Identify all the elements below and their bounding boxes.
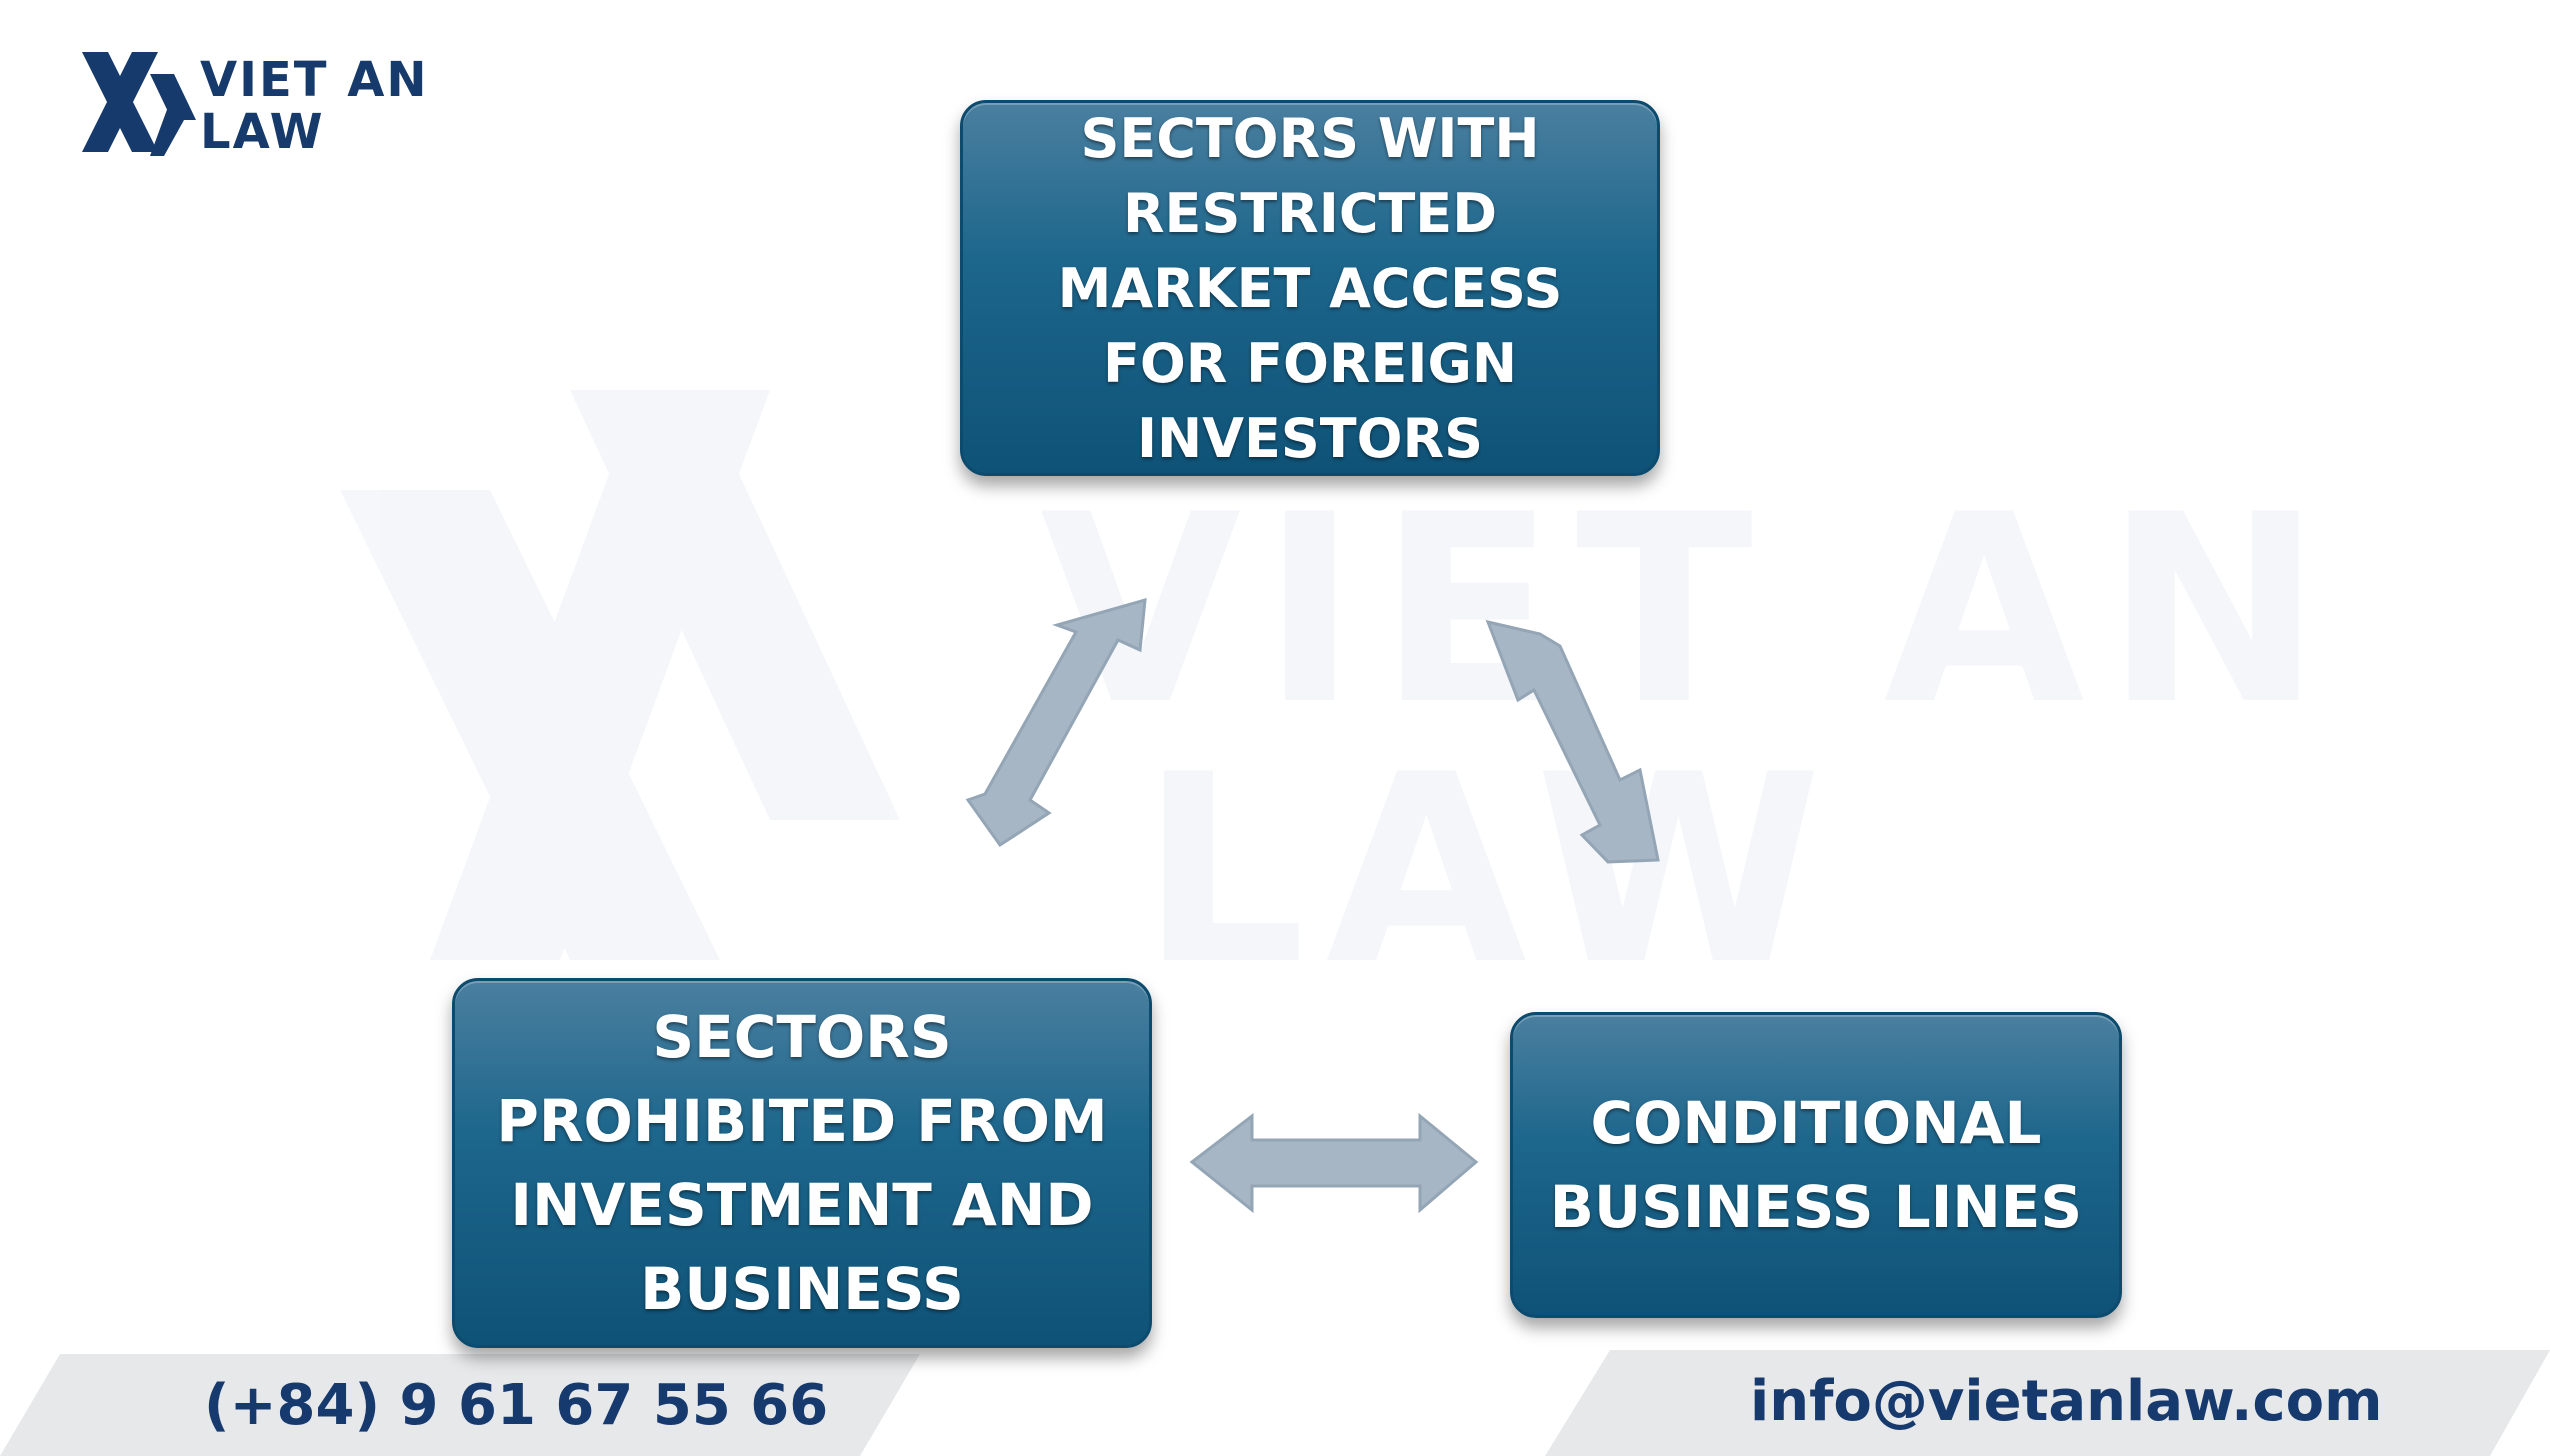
- footer-band-right: [1545, 1350, 2550, 1456]
- arrow-bottom: [1189, 1112, 1479, 1214]
- footer-band-left: [0, 1354, 920, 1456]
- node-prohibited-sectors: SECTORS PROHIBITED FROM INVESTMENT AND B…: [452, 978, 1152, 1348]
- watermark: VIET AN LAW: [340, 390, 2342, 1022]
- watermark-line2: LAW: [1140, 720, 1842, 1022]
- logo-wordmark: VIET AN LAW: [200, 54, 429, 158]
- logo-mark-icon: [82, 52, 196, 156]
- logo-line1: VIET AN: [200, 52, 429, 108]
- arrow-top-left: [965, 597, 1147, 848]
- footer-phone: (+84) 9 61 67 55 66: [204, 1373, 829, 1438]
- node-label: CONDITIONAL BUSINESS LINES: [1549, 1089, 2083, 1241]
- node-conditional-business-lines: CONDITIONAL BUSINESS LINES: [1510, 1012, 2122, 1318]
- watermark-line1: VIET AN: [1040, 460, 2342, 762]
- logo-line2: LAW: [200, 104, 325, 160]
- node-restricted-market-access: SECTORS WITH RESTRICTED MARKET ACCESS FO…: [960, 100, 1660, 476]
- connector-arrows: [965, 597, 1660, 1214]
- node-label: SECTORS PROHIBITED FROM INVESTMENT AND B…: [496, 1003, 1108, 1323]
- watermark-mark-icon: [340, 390, 900, 960]
- footer-email: info@vietanlaw.com: [1750, 1369, 2383, 1434]
- arrow-top-right: [1485, 619, 1660, 864]
- node-label: SECTORS WITH RESTRICTED MARKET ACCESS FO…: [1057, 106, 1563, 470]
